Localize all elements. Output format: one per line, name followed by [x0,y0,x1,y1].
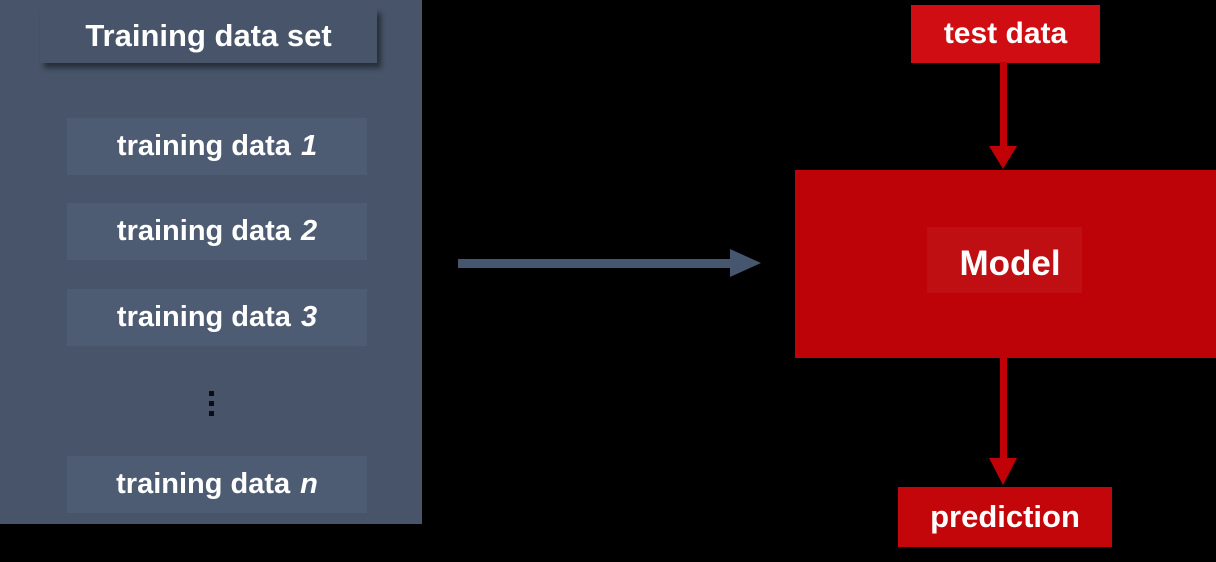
training-data-row-index: 3 [300,301,318,333]
training-data-row-n: training data n [67,456,367,513]
vertical-ellipsis-icon [209,391,215,416]
arrow-right-icon [730,249,761,277]
training-data-row-index: 1 [300,130,318,162]
training-data-row-2: training data 2 [67,203,367,260]
training-data-panel [0,0,422,524]
ellipsis-dot [209,391,214,396]
training-data-row-label: training data [116,301,291,333]
training-data-row-1: training data 1 [67,118,367,175]
training-data-row-label: training data [116,215,291,247]
training-to-model-arrow-shaft [458,259,730,268]
training-data-row-index: n [300,468,318,500]
arrow-down-icon [989,146,1017,169]
training-data-row-label: training data [116,130,291,162]
test-data-box: test data [911,5,1100,63]
model-label: Model [959,244,1061,283]
training-data-set-title: Training data set [85,17,332,53]
training-data-row-label: training data [116,468,291,500]
training-data-row-index: 2 [300,215,318,247]
model-to-prediction-arrow-shaft [1000,358,1007,459]
model-label-highlight [927,227,1082,293]
arrow-down-icon [989,458,1017,485]
ellipsis-dot [209,411,214,416]
test-data-label: test data [943,17,1068,50]
prediction-label: prediction [930,499,1080,534]
test-data-to-model-arrow-shaft [1000,62,1007,147]
prediction-box: prediction [898,487,1112,547]
training-data-row-3: training data 3 [67,289,367,346]
training-data-set-header: Training data set [40,8,377,63]
model-box: Model [795,170,1216,358]
ellipsis-dot [209,401,214,406]
